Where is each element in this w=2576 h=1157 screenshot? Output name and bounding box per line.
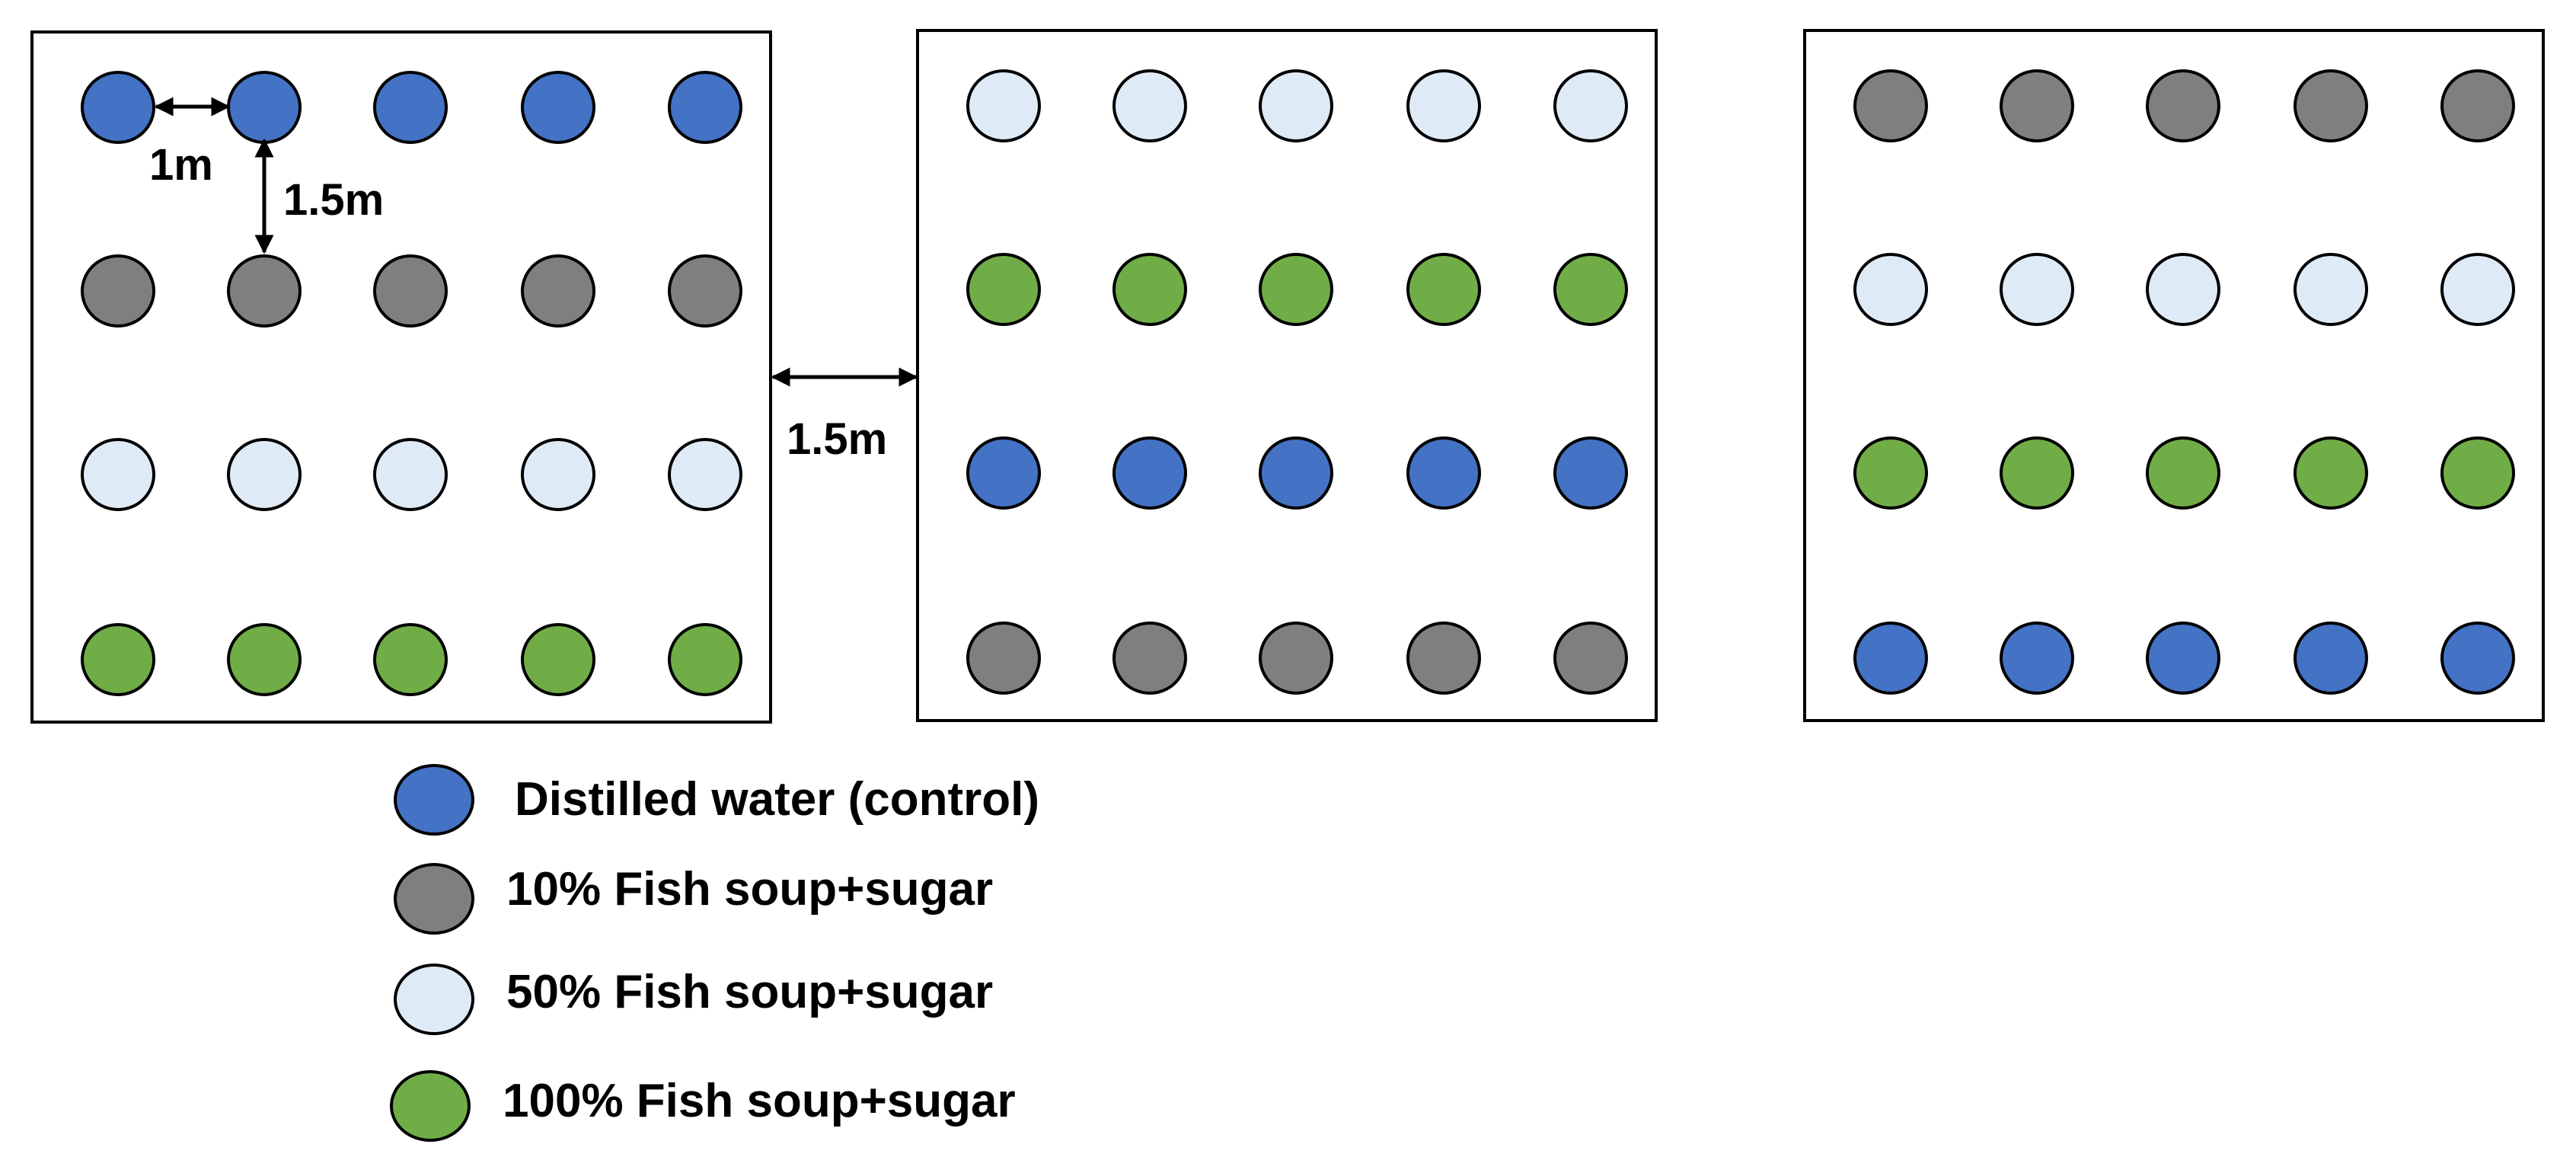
plant-control: [1406, 436, 1481, 510]
plant-fish50: [373, 438, 448, 511]
plant-control: [521, 71, 595, 144]
plant-fish100: [966, 253, 1041, 326]
plant-fish50: [1112, 69, 1187, 142]
plant-fish50: [1259, 69, 1333, 142]
plant-fish10: [2146, 69, 2220, 142]
spacing-annotations: 1m 1.5m 1.5m: [149, 97, 918, 464]
plant-fish50: [81, 438, 155, 511]
plant-fish50: [521, 438, 595, 511]
between-plots-spacing-label: 1.5m: [787, 414, 887, 464]
plant-control: [2000, 622, 2074, 695]
legend-swatch: [394, 964, 474, 1035]
plant-fish10: [2294, 69, 2368, 142]
legend-label: Distilled water (control): [515, 773, 1039, 826]
plant-control: [2294, 622, 2368, 695]
plant-fish100: [668, 623, 742, 696]
plot-1: [30, 30, 772, 724]
plant-fish100: [2146, 436, 2220, 510]
plot-border: [30, 30, 772, 724]
legend-item-control: Distilled water (control): [394, 764, 1039, 836]
plant-fish10: [521, 254, 595, 328]
plant-control: [2440, 622, 2515, 695]
plant-fish10: [1406, 622, 1481, 695]
plant-control: [966, 436, 1041, 510]
plant-control: [1553, 436, 1628, 510]
plant-fish100: [1406, 253, 1481, 326]
plant-fish50: [1406, 69, 1481, 142]
plant-fish50: [2000, 253, 2074, 326]
legend-label: 10% Fish soup+sugar: [506, 863, 993, 916]
legend-label: 50% Fish soup+sugar: [506, 966, 993, 1018]
plant-fish100: [2294, 436, 2368, 510]
plant-fish100: [521, 623, 595, 696]
plant-fish50: [2146, 253, 2220, 326]
plant-control: [373, 71, 448, 144]
legend-swatch: [394, 863, 474, 935]
plant-fish50: [966, 69, 1041, 142]
plant-fish50: [1553, 69, 1628, 142]
plot-3: [1803, 29, 2545, 722]
plant-fish10: [2440, 69, 2515, 142]
plant-fish50: [2294, 253, 2368, 326]
plant-fish50: [668, 438, 742, 511]
plant-control: [81, 71, 155, 144]
plant-fish50: [227, 438, 302, 511]
plant-fish100: [2000, 436, 2074, 510]
plant-fish100: [1853, 436, 1928, 510]
plant-fish10: [1553, 622, 1628, 695]
legend-swatch: [394, 764, 474, 836]
plant-control: [668, 71, 742, 144]
legend-swatch: [390, 1070, 471, 1142]
plot-border: [1803, 29, 2545, 722]
plant-control: [1112, 436, 1187, 510]
plant-fish10: [2000, 69, 2074, 142]
legend: Distilled water (control) 10% Fish soup+s…: [390, 764, 1039, 1142]
plant-control: [1853, 622, 1928, 695]
plant-fish100: [1259, 253, 1333, 326]
plots-layer: [30, 29, 2545, 724]
plant-fish10: [373, 254, 448, 328]
plant-fish10: [668, 254, 742, 328]
plant-fish100: [1112, 253, 1187, 326]
plant-fish10: [1112, 622, 1187, 695]
plant-fish50: [1853, 253, 1928, 326]
plant-fish100: [81, 623, 155, 696]
legend-item-fish10: 10% Fish soup+sugar: [394, 863, 993, 935]
between-rows-spacing-label: 1.5m: [283, 175, 384, 225]
plot-2: [916, 29, 1658, 722]
plant-fish100: [227, 623, 302, 696]
plant-control: [227, 71, 302, 144]
plant-control: [2146, 622, 2220, 695]
plant-fish10: [1259, 622, 1333, 695]
legend-item-fish50: 50% Fish soup+sugar: [394, 964, 993, 1035]
plant-fish10: [81, 254, 155, 328]
plant-control: [1259, 436, 1333, 510]
plant-fish50: [2440, 253, 2515, 326]
plant-fish10: [227, 254, 302, 328]
legend-item-fish100: 100% Fish soup+sugar: [390, 1070, 1016, 1142]
plant-fish100: [2440, 436, 2515, 510]
plant-fish10: [1853, 69, 1928, 142]
plant-fish10: [966, 622, 1041, 695]
plant-fish100: [1553, 253, 1628, 326]
legend-label: 100% Fish soup+sugar: [503, 1075, 1016, 1127]
within-row-spacing-label: 1m: [149, 140, 213, 190]
plant-fish100: [373, 623, 448, 696]
